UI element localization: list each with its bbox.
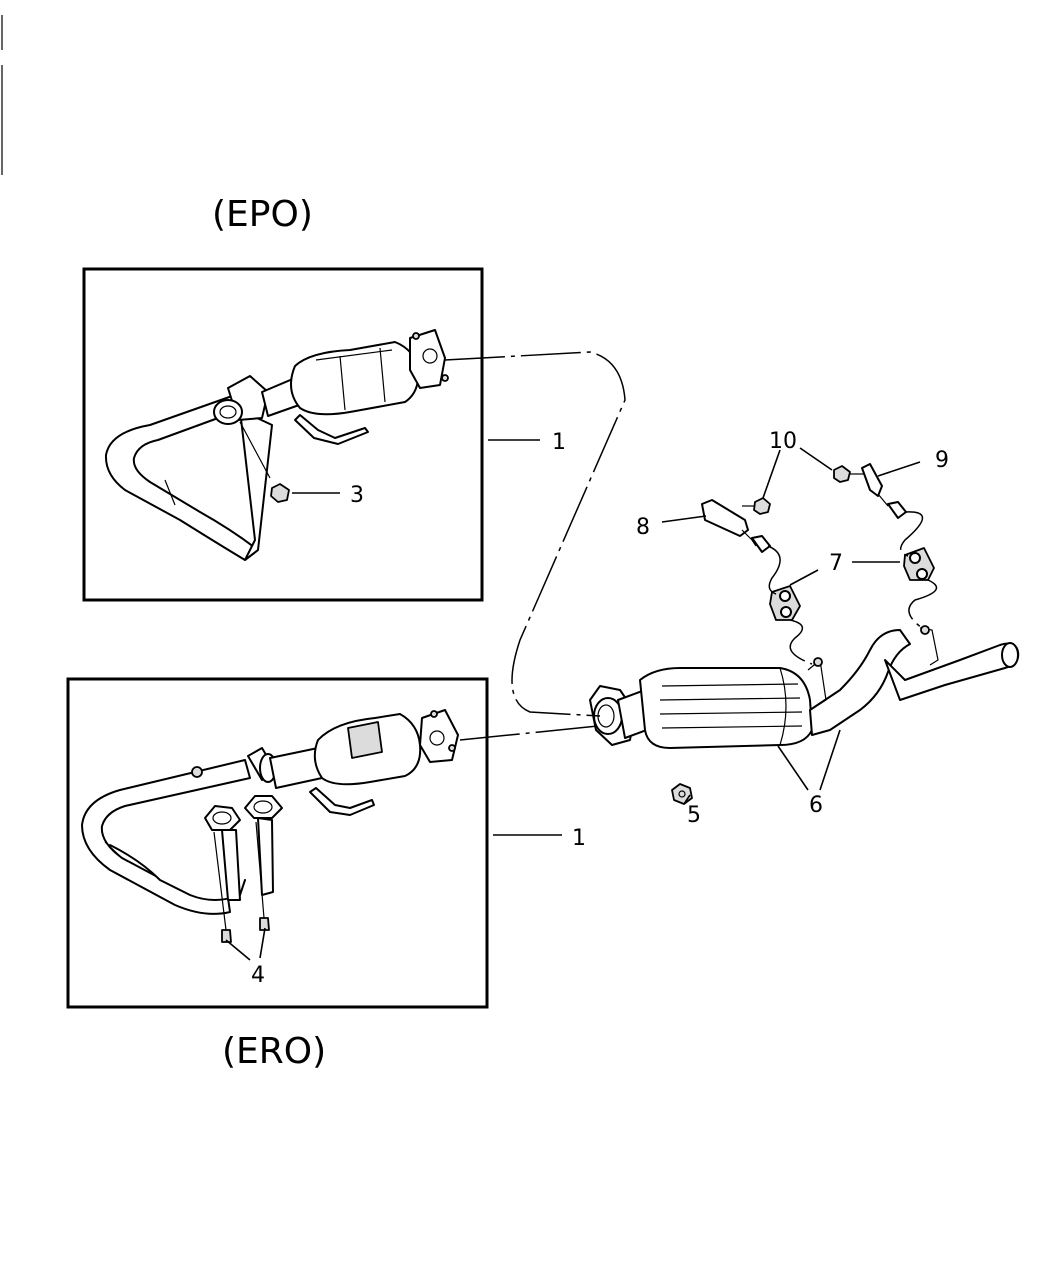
front-pipe-ero [81, 709, 459, 943]
callout-6: 6 [809, 793, 823, 818]
connection-lines [444, 351, 938, 741]
callout-1-epo: 1 [552, 430, 566, 455]
callout-10: 10 [769, 429, 797, 454]
front-pipe-epo [104, 329, 449, 561]
inset-box-epo [82, 267, 484, 602]
callout-8: 8 [636, 515, 650, 540]
callout-3: 3 [350, 483, 364, 508]
hanger-parts [701, 463, 935, 621]
muffler-tailpipe-assembly [589, 625, 1020, 805]
callout-7: 7 [829, 551, 843, 576]
leader-lines [225, 439, 921, 961]
callout-1-ero: 1 [572, 826, 586, 851]
callout-5: 5 [687, 803, 701, 828]
callout-9: 9 [935, 448, 949, 473]
title-ero: (ERO) [222, 1031, 326, 1072]
callout-4: 4 [251, 963, 265, 988]
title-epo: (EPO) [212, 194, 313, 235]
inset-box-ero [66, 677, 489, 1009]
